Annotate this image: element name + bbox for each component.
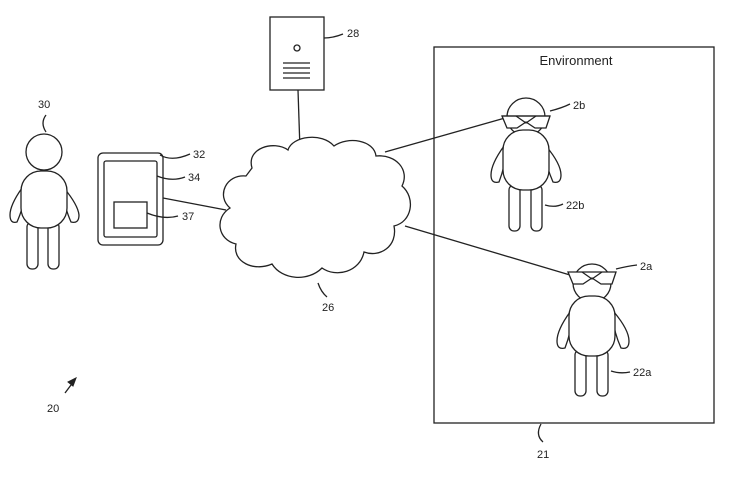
network-headset-b-link xyxy=(384,117,506,153)
environment-title: Environment xyxy=(540,53,613,68)
label-28: 28 xyxy=(347,28,359,40)
server-leader xyxy=(323,33,344,39)
user-a-leader xyxy=(610,370,631,374)
network-headset-a-link xyxy=(404,225,571,276)
widget-leader xyxy=(146,212,179,219)
screen-leader xyxy=(156,175,186,180)
network-leader xyxy=(317,282,328,298)
label-22b: 22b xyxy=(566,200,584,212)
computing-device xyxy=(97,152,164,246)
label-37: 37 xyxy=(182,211,194,223)
label-2a: 2a xyxy=(640,261,653,273)
label-22a: 22a xyxy=(633,367,652,379)
headset-a-leader xyxy=(615,264,638,270)
network-cloud xyxy=(219,136,412,279)
user-a xyxy=(556,263,630,397)
device-leader xyxy=(159,153,191,159)
label-34: 34 xyxy=(188,172,200,184)
label-2b: 2b xyxy=(573,100,585,112)
headset-b xyxy=(501,115,551,129)
remote-person-leader xyxy=(42,114,47,133)
user-b-leader xyxy=(544,203,564,207)
remote-person xyxy=(9,133,80,270)
environment-box xyxy=(433,46,715,424)
label-30: 30 xyxy=(38,99,50,111)
device-network-link xyxy=(162,197,227,211)
system-arrow xyxy=(64,376,77,394)
environment-leader xyxy=(537,423,544,443)
label-26: 26 xyxy=(322,302,334,314)
label-20: 20 xyxy=(47,403,59,415)
widget-37 xyxy=(113,201,148,229)
server xyxy=(269,16,325,91)
headset-a xyxy=(567,271,617,285)
label-32: 32 xyxy=(193,149,205,161)
label-21: 21 xyxy=(537,449,549,461)
headset-b-leader xyxy=(549,103,571,112)
